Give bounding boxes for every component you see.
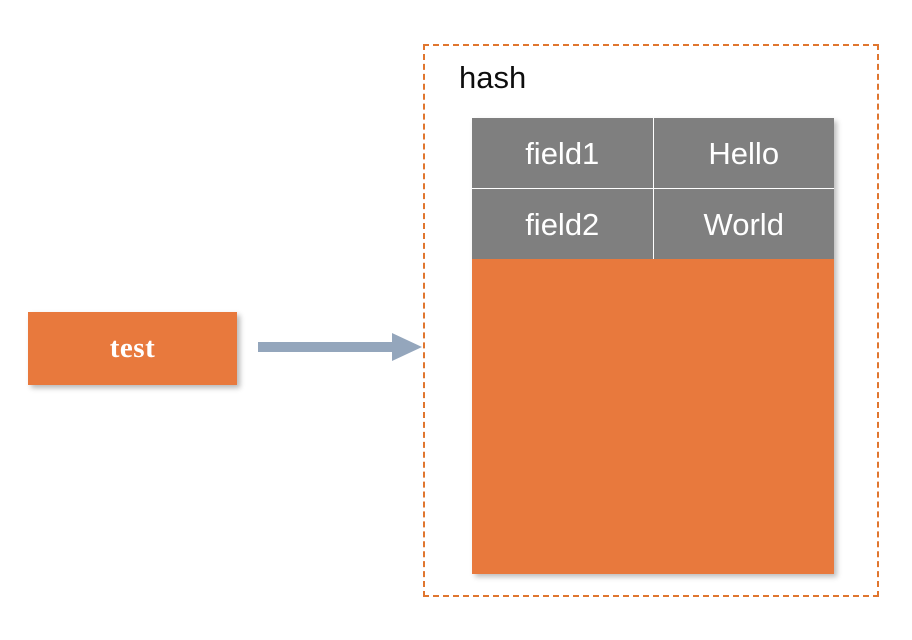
hash-title: hash: [459, 60, 527, 95]
key-box-label: test: [109, 332, 156, 364]
hash-field-value: World: [652, 188, 834, 259]
table-row: field2 World: [472, 188, 834, 259]
table-row: field1 Hello: [472, 118, 834, 189]
hash-field-value: Hello: [652, 118, 834, 189]
hash-value-block: field1 Hello field2 World: [472, 118, 834, 574]
arrow-right-icon: [258, 331, 422, 363]
key-box-test: test: [28, 312, 237, 385]
hash-field-name: field2: [472, 188, 654, 259]
hash-field-name: field1: [472, 118, 654, 189]
hash-container: hash field1 Hello field2 World: [423, 44, 879, 597]
hash-field-table: field1 Hello field2 World: [472, 118, 834, 259]
